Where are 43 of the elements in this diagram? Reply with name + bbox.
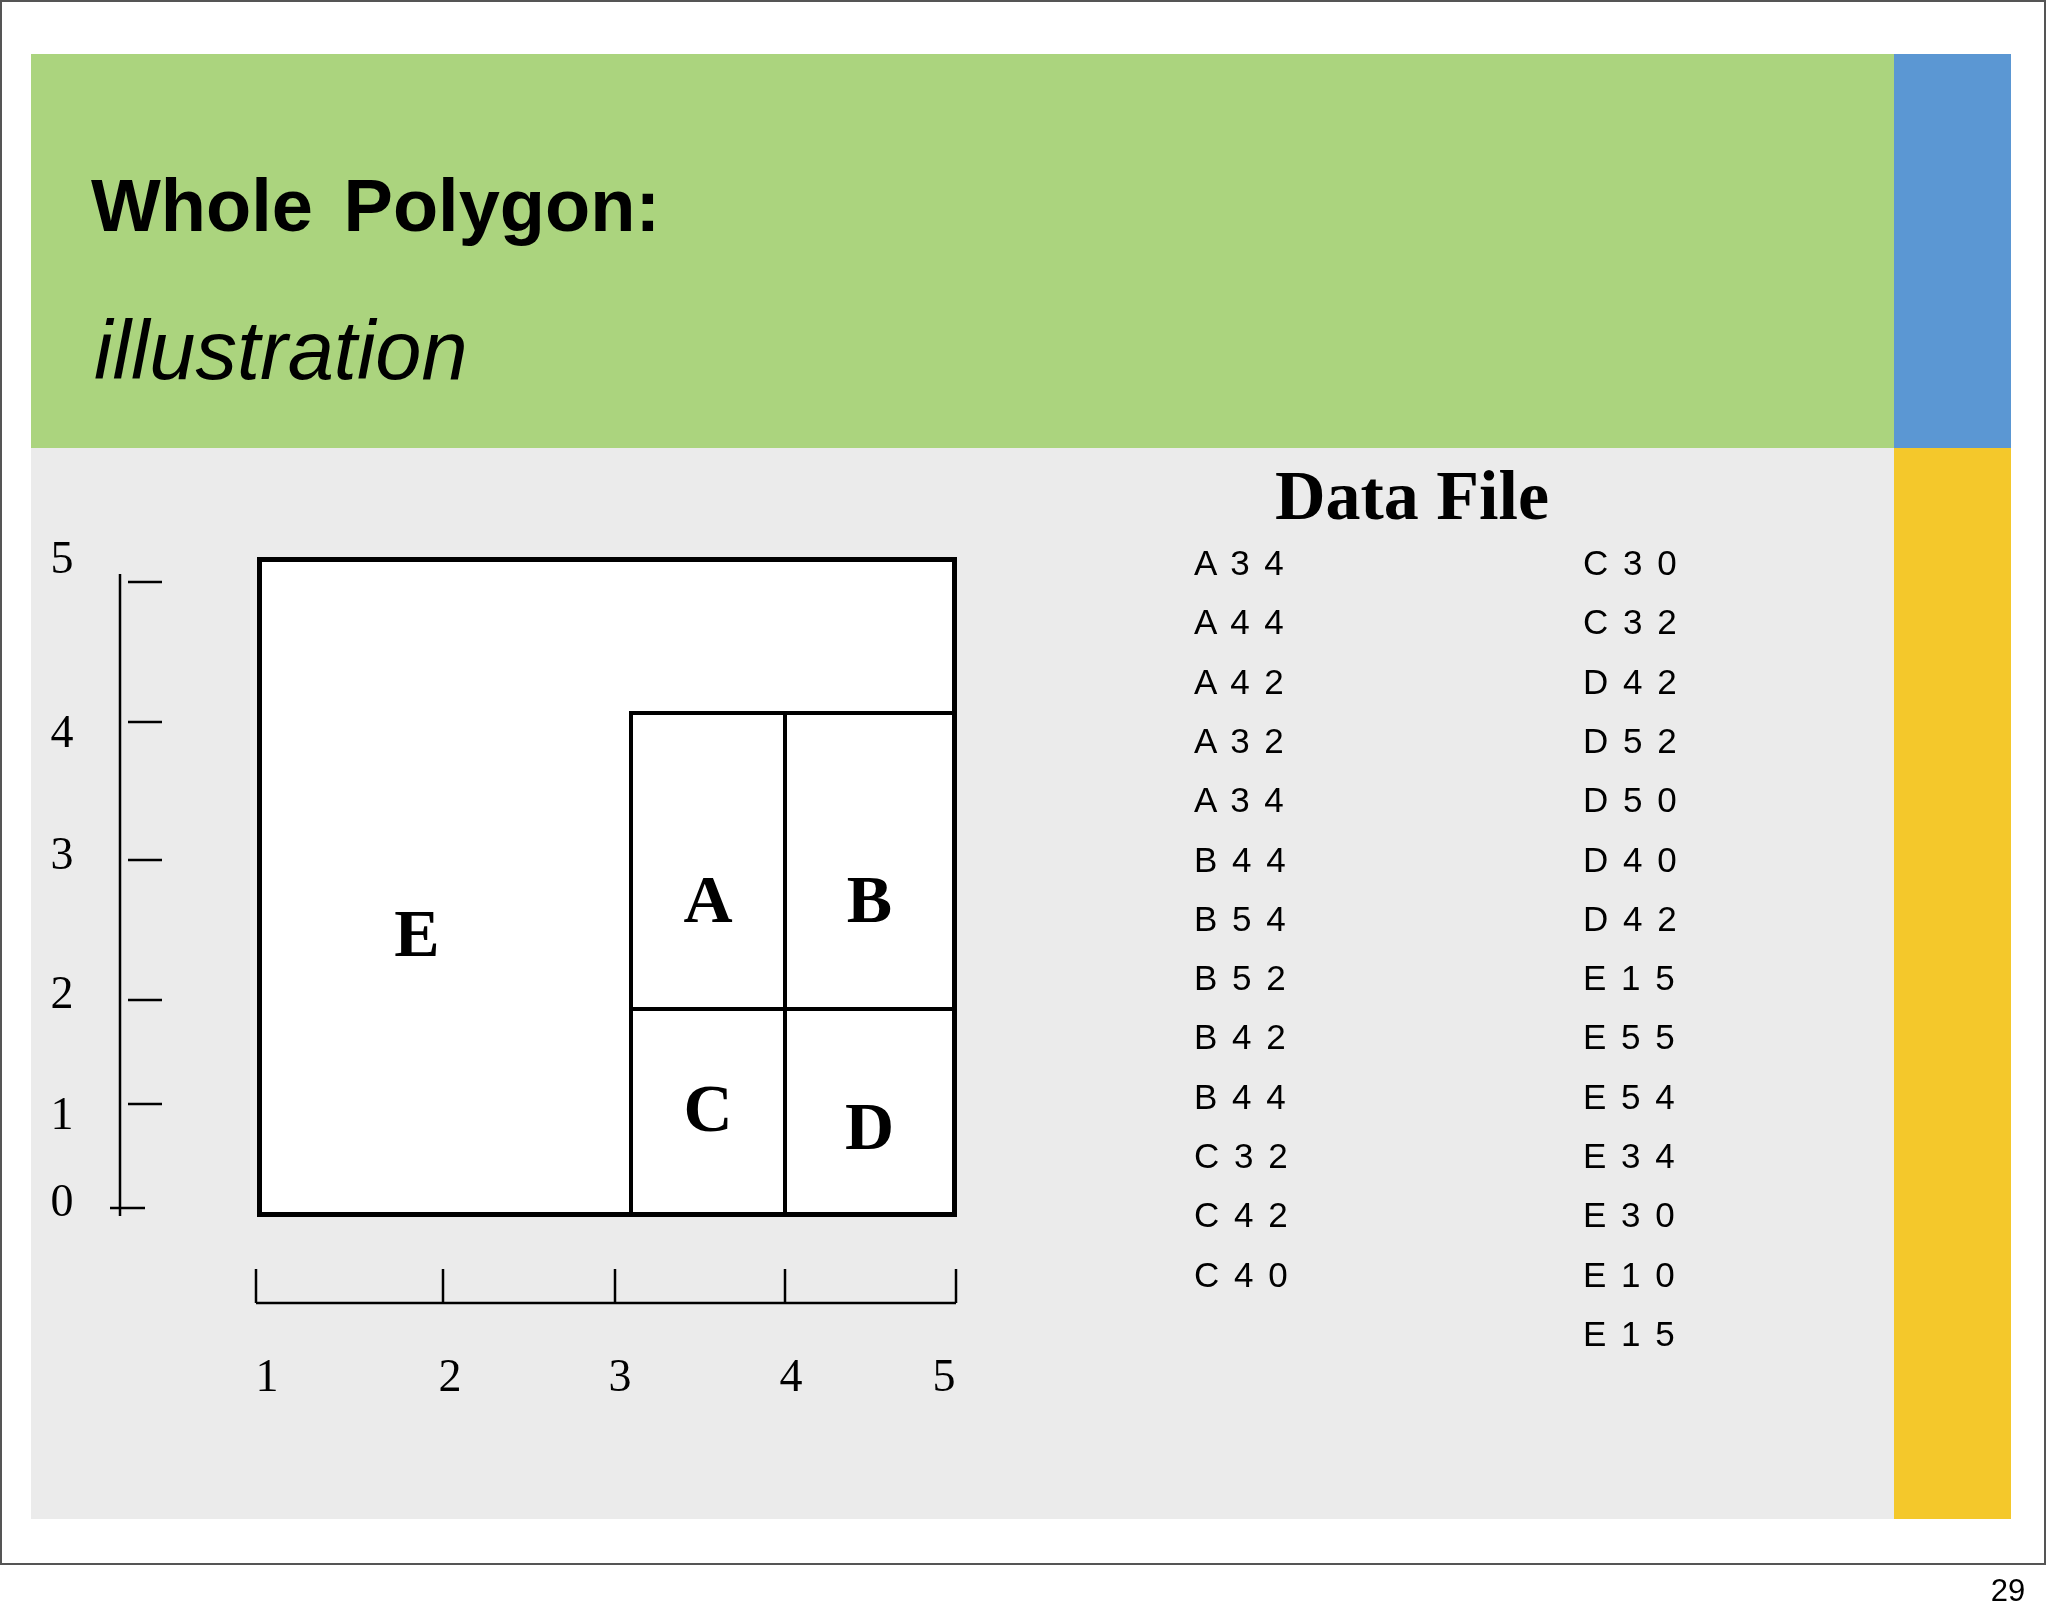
data-record: A 3 4 (1194, 781, 1287, 817)
data-record: D 5 0 (1583, 781, 1680, 817)
data-record: E 3 4 (1583, 1137, 1678, 1173)
axis-tick-label: 1 (50, 1091, 74, 1137)
region-label: E (394, 899, 440, 967)
data-record: C 3 2 (1583, 603, 1680, 639)
data-record: E 3 0 (1583, 1196, 1678, 1232)
data-record: C 3 0 (1583, 544, 1680, 580)
axis-tick-label: 2 (438, 1353, 462, 1399)
axis-tick-label: 5 (50, 535, 74, 581)
data-record: E 5 5 (1583, 1018, 1678, 1054)
data-record: B 5 2 (1194, 959, 1289, 995)
data-record: B 5 4 (1194, 900, 1289, 936)
axis-tick-label: 0 (50, 1178, 74, 1224)
data-record: D 5 2 (1583, 722, 1680, 758)
data-record: D 4 2 (1583, 663, 1680, 699)
axis-tick-label: 3 (608, 1353, 632, 1399)
data-record: C 4 0 (1194, 1256, 1291, 1292)
data-record: E 1 5 (1583, 1315, 1678, 1351)
data-record: A 3 2 (1194, 722, 1287, 758)
data-record: C 4 2 (1194, 1196, 1291, 1232)
data-record: D 4 0 (1583, 841, 1680, 876)
page-number: 29 (1990, 1574, 2026, 1606)
data-record: E 1 5 (1583, 959, 1678, 995)
data-record: A 4 4 (1194, 603, 1287, 639)
data-record: A 3 4 (1194, 544, 1287, 580)
data-record: E 5 4 (1583, 1078, 1678, 1114)
axis-tick-label: 3 (50, 831, 74, 877)
data-record: B 4 4 (1194, 1078, 1289, 1114)
data-record: D 4 2 (1583, 900, 1680, 936)
data-record: C 3 2 (1194, 1137, 1291, 1173)
axis-tick-label: 4 (779, 1353, 803, 1399)
axis-tick-label: 2 (50, 970, 74, 1016)
data-record: B 4 2 (1194, 1018, 1289, 1054)
slide-subtitle: illustration (94, 308, 468, 392)
section-heading: Data File (1274, 461, 1550, 531)
axis-tick-label: 1 (255, 1353, 279, 1399)
axis-tick-label: 4 (50, 709, 74, 755)
axis-tick-label: 5 (932, 1353, 956, 1399)
data-record: E 1 0 (1583, 1256, 1678, 1292)
polygon-outline (256, 556, 957, 1217)
data-record: A 4 2 (1194, 663, 1287, 699)
data-record: B 4 4 (1194, 841, 1289, 876)
